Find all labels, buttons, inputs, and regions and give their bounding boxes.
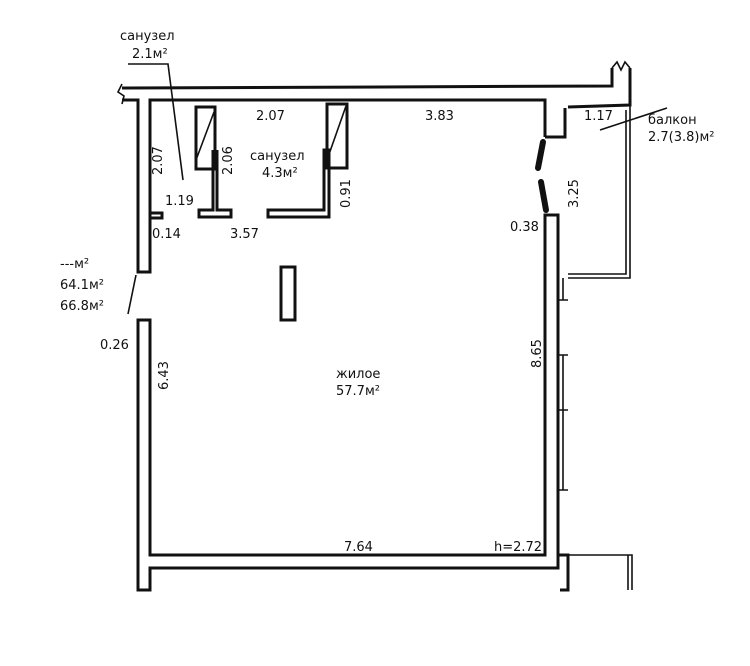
- dim-door-wall: 0.38: [510, 220, 539, 235]
- dim-balcony-width: 1.17: [584, 109, 613, 124]
- lower-walls: [136, 213, 560, 592]
- dim-bath-door: 0.91: [339, 179, 354, 208]
- window: [558, 278, 568, 491]
- dim-bath-partition: 2.06: [221, 146, 236, 175]
- dim-bottom-width: 7.64: [344, 540, 373, 555]
- leader-line: [127, 274, 137, 315]
- break-mark: [611, 60, 631, 72]
- total-line-2: 64.1м²: [60, 278, 104, 293]
- corner-wall: [558, 553, 570, 592]
- balcony-area: 2.7(3.8)м²: [648, 130, 715, 145]
- dim-bath-bottom: 3.57: [230, 227, 259, 242]
- door-leaf: [538, 179, 549, 213]
- bath-small-name: санузел: [120, 29, 175, 44]
- column: [279, 265, 297, 322]
- balcony-step-wall: [545, 108, 567, 139]
- dim-bath-width: 1.19: [165, 194, 194, 209]
- living-name: жилое: [336, 367, 380, 382]
- bath-small-area: 2.1м²: [132, 47, 168, 62]
- living-area: 57.7м²: [336, 384, 380, 399]
- dim-wall-stub: 0.14: [152, 227, 181, 242]
- break-mark: [116, 83, 125, 105]
- bath-partition: [197, 150, 233, 219]
- dim-top-left: 2.07: [256, 109, 285, 124]
- bath-large-area: 4.3м²: [262, 166, 298, 181]
- leader-line: [599, 107, 668, 131]
- bathtub-fixture: [194, 105, 217, 171]
- door-leaf: [535, 139, 546, 171]
- bathtub-diagonal: [326, 105, 347, 161]
- dim-balcony-depth: 3.25: [567, 179, 582, 208]
- bath-large-name: санузел: [250, 149, 305, 164]
- total-line-1: ---м²: [60, 257, 89, 272]
- bottom-right-wall: [568, 554, 633, 590]
- top-inner-wall: [122, 98, 547, 274]
- walls: [116, 60, 633, 592]
- dim-top-right: 3.83: [425, 109, 454, 124]
- wall-stub: [150, 211, 164, 220]
- dim-left-height: 6.43: [157, 361, 172, 390]
- leader-line: [128, 63, 184, 181]
- ceiling-height: h=2.72: [494, 540, 542, 555]
- dim-left-bath-height: 2.07: [151, 146, 166, 175]
- bathtub-diagonal: [195, 111, 215, 161]
- dim-left-wall: 0.26: [100, 338, 129, 353]
- balcony-railing: [568, 105, 631, 279]
- leader-lines: [127, 63, 668, 315]
- dim-right-height: 8.65: [530, 339, 545, 368]
- total-line-3: 66.8м²: [60, 299, 104, 314]
- balcony-name: балкон: [648, 113, 697, 128]
- bath-wall: [266, 148, 331, 219]
- bathtub-fixture: [325, 102, 349, 170]
